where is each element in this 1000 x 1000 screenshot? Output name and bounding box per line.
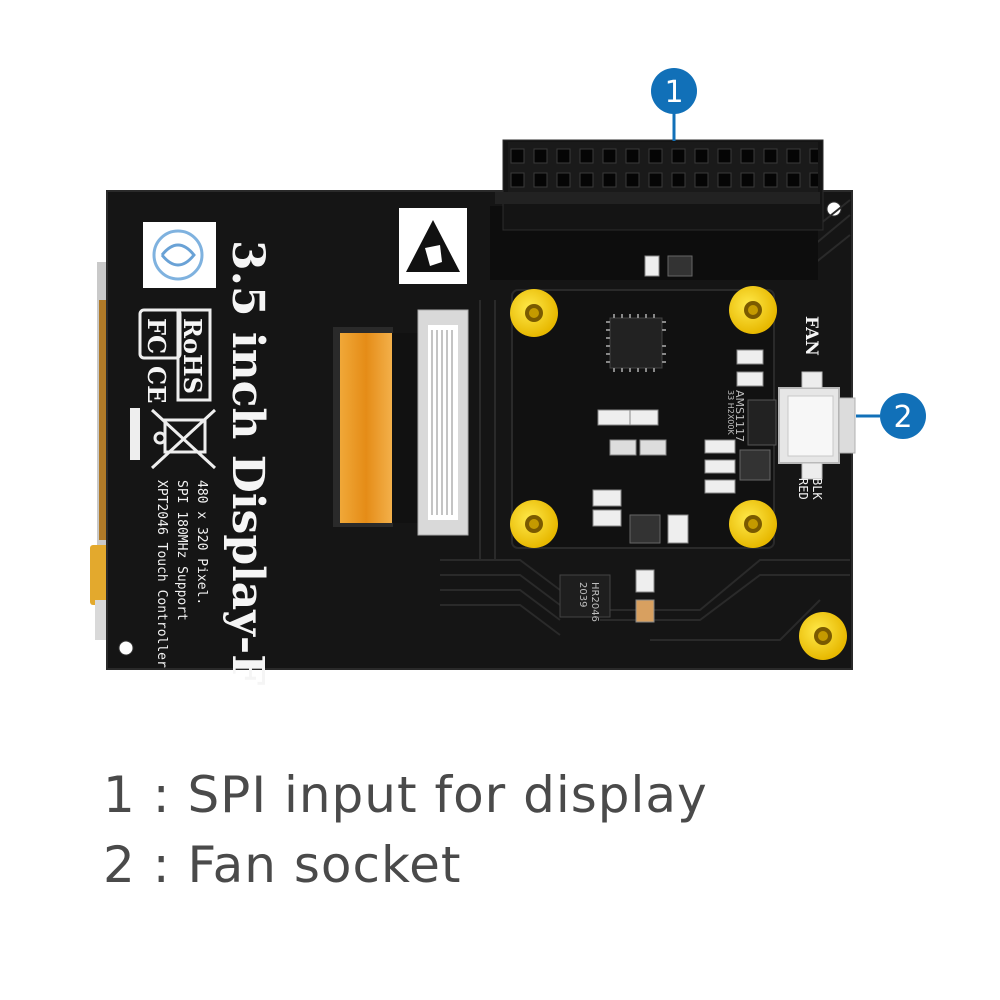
regulator-marking: AMS1117 — [733, 390, 746, 442]
fpc-connector — [417, 309, 469, 536]
standoff — [510, 289, 558, 337]
main-controller-chip — [606, 314, 666, 372]
standoff — [510, 500, 558, 548]
fan-label: FAN — [801, 316, 821, 356]
blk-label: BLK — [810, 478, 824, 500]
board-title: 3.5 inch Display-F — [222, 240, 273, 685]
callout-2: 2 — [856, 393, 926, 439]
rohs-logo: RoHS — [178, 318, 207, 394]
mounting-hole — [118, 640, 134, 656]
rohs-logo-group: RoHS — [176, 308, 212, 402]
standoff — [729, 286, 777, 334]
standoffs — [510, 286, 847, 660]
callout-1: 1 — [651, 68, 697, 141]
touch-controller-chip: HR2046 2039 — [559, 574, 611, 622]
certification-logos: FC CE — [138, 308, 182, 403]
qr-sticker — [143, 222, 216, 288]
legend-item-2: 2 : Fan socket — [103, 836, 462, 894]
mounting-hole — [826, 201, 842, 217]
passive-components — [592, 255, 764, 623]
touch-chip-sub-marking: 2039 — [577, 582, 588, 607]
standoff — [799, 612, 847, 660]
callout-2-number: 2 — [893, 400, 912, 435]
spec-line-2: SPI 180MHz Support — [174, 480, 189, 621]
regulator-sub-marking: 33 H2X00K — [726, 390, 735, 435]
legend-item-1: 1 : SPI input for display — [103, 766, 708, 824]
fan-socket — [778, 371, 856, 480]
spec-line-3: XPT2046 Touch Controller — [154, 480, 169, 668]
pcb-traces — [440, 199, 851, 641]
voltage-regulator: AMS1117 33 H2X00K — [726, 390, 777, 481]
standoff — [729, 500, 777, 548]
spec-line-1: 480 x 320 Pixel. — [194, 480, 209, 605]
callout-1-number: 1 — [664, 75, 683, 110]
weee-bin-icon — [130, 408, 217, 470]
ce-logo: CE — [142, 366, 171, 403]
callout-1-badge — [651, 68, 697, 114]
board-silkscreen: 3.5 inch Display-F 480 x 320 Pixel. SPI … — [154, 240, 273, 685]
touch-chip-marking: HR2046 — [589, 582, 600, 622]
callout-2-badge — [880, 393, 926, 439]
esd-warning-sticker — [399, 208, 467, 284]
fc-logo: FC — [142, 318, 171, 354]
red-label: RED — [796, 478, 810, 500]
display-flex-cable — [333, 327, 422, 527]
